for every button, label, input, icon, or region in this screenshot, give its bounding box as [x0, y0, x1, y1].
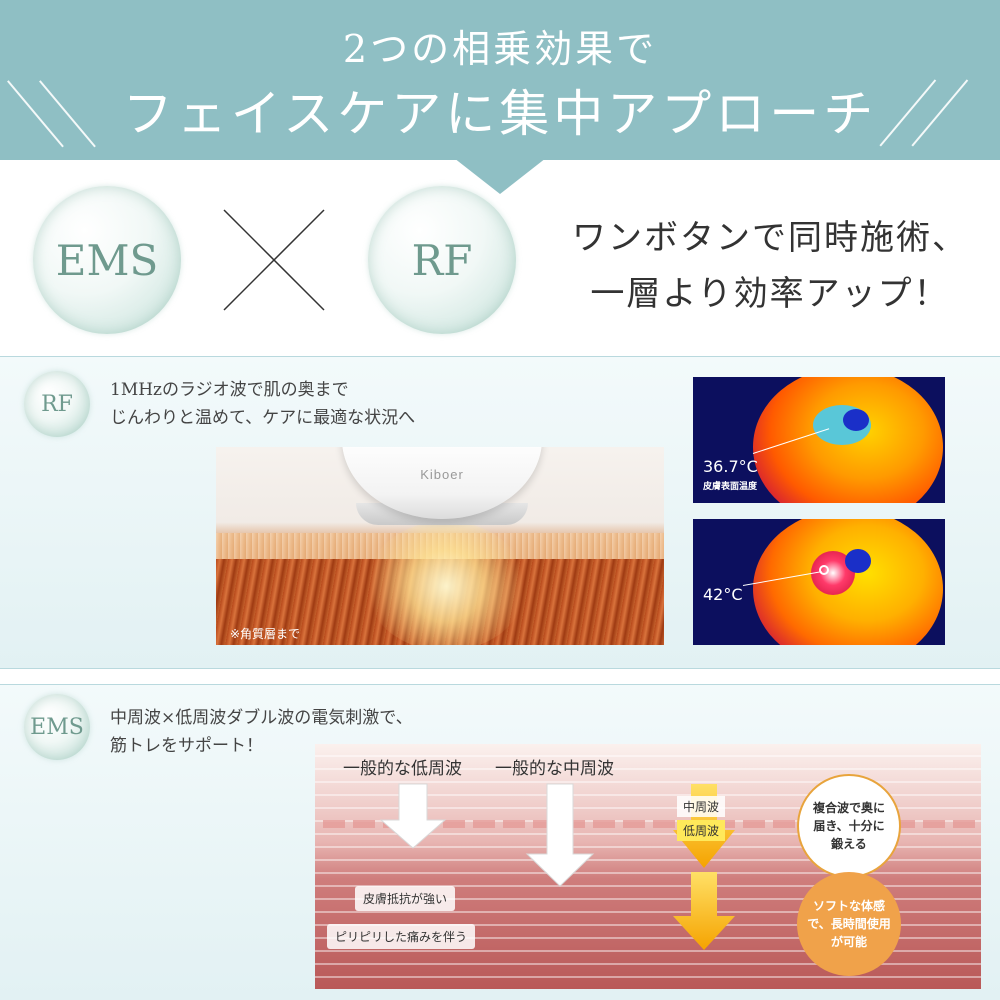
thermal-image-before: 36.7°C 皮膚表面温度 [693, 377, 945, 503]
tagline-line-2: 一層より効率アップ！ [590, 274, 950, 314]
heat-glow [366, 521, 526, 645]
skin-resistance-tag: 皮膚抵抗が強い [355, 886, 456, 911]
rf-desc-line-1: 1MHzのラジオ波で肌の奥まで [110, 380, 349, 400]
section-divider [0, 684, 1000, 685]
skin-dash-layer [315, 820, 981, 828]
measurement-dot [819, 565, 829, 575]
skin-note: ※角質層まで [230, 627, 301, 641]
deep-training-circle: 複合波で奥に 届き、十分に 鍛える [797, 774, 901, 878]
section-divider [0, 356, 1000, 357]
ems-desc-line-2: 筋トレをサポート！ [110, 736, 263, 756]
low-frequency-badge: 低周波 [677, 820, 726, 841]
hero-tagline: ワンボタンで同時施術、 一層より効率アップ！ [560, 210, 980, 322]
rf-desc-line-2: じんわりと温めて、ケアに最適な状況へ [110, 408, 416, 428]
thermal-image-after: 42°C [693, 519, 945, 645]
rf-description: 1MHzのラジオ波で肌の奥まで じんわりと温めて、ケアに最適な状況へ [110, 376, 415, 432]
tagline-line-1: ワンボタンで同時施術、 [572, 218, 968, 258]
rf-bubble: RF [368, 186, 516, 334]
device-logo: Kiboer [420, 467, 464, 482]
deep-training-line-2: 届き、十分に [813, 819, 885, 833]
thermal-nose [843, 409, 869, 431]
soft-feel-line-1: ソフトな体感 [812, 899, 885, 913]
rf-badge-label: RF [41, 391, 73, 417]
ems-bubble: EMS [33, 186, 181, 334]
ems-bubble-label: EMS [55, 235, 159, 285]
soft-feel-line-3: が可能 [830, 935, 867, 949]
ems-badge-label: EMS [30, 714, 84, 740]
soft-feel-line-2: で、長時間使用 [807, 917, 891, 931]
header-subtitle: 2つの相乗効果で [342, 27, 658, 71]
pain-tag: ピリピリした痛みを伴う [327, 924, 476, 949]
mid-frequency-arrow [525, 783, 595, 887]
low-frequency-heading: 一般的な低周波 [343, 759, 462, 779]
header-banner: 2つの相乗効果で フェイスケアに集中アプローチ [0, 0, 1000, 160]
ems-wave-diagram: 一般的な低周波 一般的な中周波 中周波 低周波 皮膚抵抗が強い ピリピリした痛み… [315, 744, 981, 989]
mid-frequency-heading: 一般的な中周波 [495, 759, 614, 779]
thermal-label: 皮膚表面温度 [703, 482, 758, 492]
combined-wave-arrow-deep [673, 872, 735, 950]
header-title: フェイスケアに集中アプローチ [122, 85, 878, 143]
section-divider [0, 668, 1000, 669]
skin-cross-section-image: Kiboer ※角質層まで [216, 447, 664, 645]
rf-bubble-label: RF [411, 235, 473, 285]
header-pointer [454, 158, 546, 194]
soft-feel-circle: ソフトな体感 で、長時間使用 が可能 [797, 872, 901, 976]
thermal-temp-after: 42°C [703, 585, 743, 604]
deep-training-line-1: 複合波で奥に [812, 801, 885, 815]
ems-badge: EMS [24, 694, 90, 760]
thermal-nose [845, 549, 871, 573]
mid-frequency-badge: 中周波 [677, 796, 726, 817]
ems-desc-line-1: 中周波×低周波ダブル波の電気刺激で、 [110, 708, 413, 728]
low-frequency-arrow [379, 783, 447, 849]
multiply-icon [223, 209, 325, 311]
rf-badge: RF [24, 371, 90, 437]
thermal-temp-before: 36.7°C [703, 457, 758, 476]
ems-description: 中周波×低周波ダブル波の電気刺激で、 筋トレをサポート！ [110, 704, 413, 760]
deep-training-line-3: 鍛える [831, 837, 867, 851]
